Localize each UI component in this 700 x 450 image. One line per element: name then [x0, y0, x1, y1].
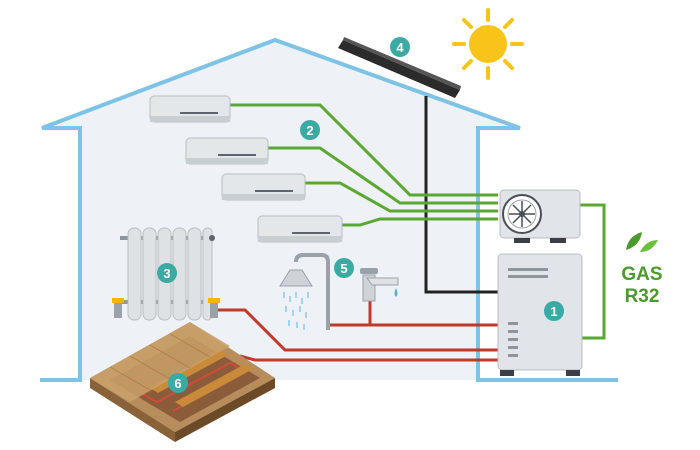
badge-2-label: 2	[306, 123, 313, 138]
leaf-icon	[626, 232, 658, 252]
solar-panel-icon	[338, 37, 461, 98]
badge-3: 3	[157, 263, 177, 283]
sun-icon	[452, 8, 524, 80]
air-conditioner-unit-3	[221, 173, 306, 201]
outdoor-fan-unit-icon	[499, 189, 581, 243]
house-outline-left	[40, 37, 618, 382]
heat-pump-tank-icon	[497, 253, 583, 376]
air-conditioner-unit-4	[257, 215, 343, 243]
badge-3-label: 3	[163, 266, 170, 281]
water-pipes	[215, 300, 498, 362]
badge-5-label: 5	[340, 261, 347, 276]
badge-5: 5	[334, 258, 354, 278]
shower-icon	[279, 253, 330, 330]
badge-6: 6	[168, 373, 188, 393]
air-conditioner-unit-2	[185, 137, 269, 165]
badge-4: 4	[390, 37, 410, 57]
badge-6-label: 6	[174, 376, 181, 391]
air-conditioner-unit-1	[149, 95, 231, 123]
gas-label-line1: GAS	[621, 264, 662, 285]
faucet-icon	[360, 268, 399, 302]
badge-1-label: 1	[550, 304, 557, 319]
gas-label-group: GAS R32	[621, 232, 663, 307]
badge-4-label: 4	[396, 40, 404, 55]
refrigerant-lines	[230, 103, 606, 340]
solar-cable	[424, 96, 498, 294]
badge-2: 2	[300, 120, 320, 140]
gas-label-line2: R32	[625, 286, 660, 307]
badge-1: 1	[544, 301, 564, 321]
